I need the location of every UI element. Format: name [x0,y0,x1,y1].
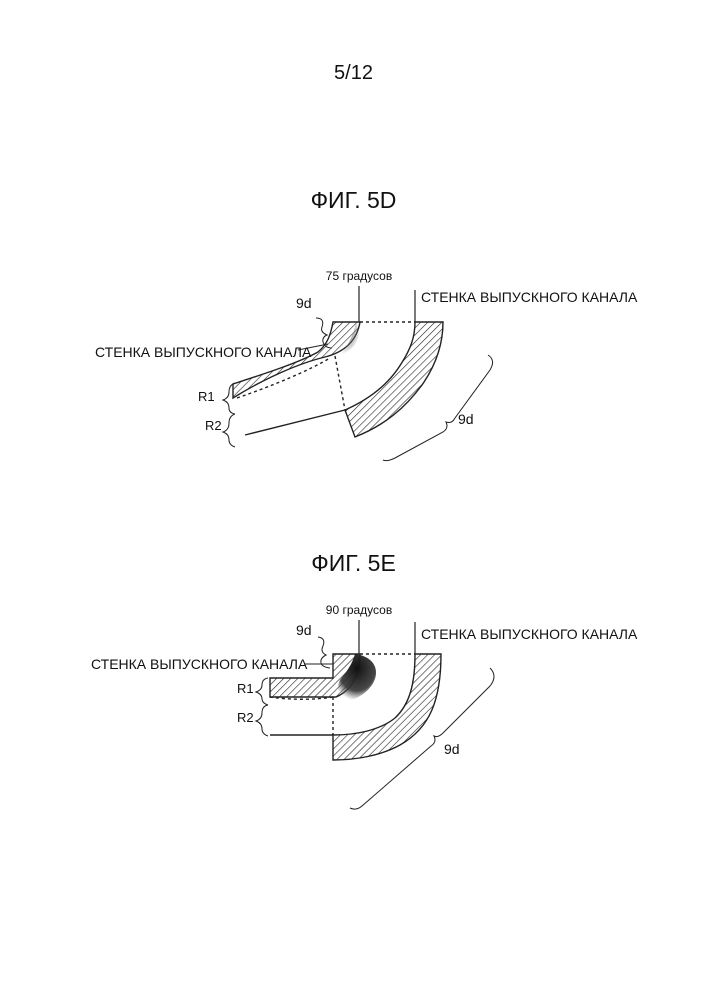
angle-label-5d: 75 градусов [326,269,392,283]
dim-top-label-5d: 9d [296,295,312,311]
right-wall-label-5e: СТЕНКА ВЫПУСКНОГО КАНАЛА [421,626,638,642]
dim-right-label-5d: 9d [458,411,474,427]
left-wall-label-5d: СТЕНКА ВЫПУСКНОГО КАНАЛА [95,344,312,360]
dim-right-label-5e: 9d [444,741,460,757]
figure-5e [256,620,494,809]
r1-label-5d: R1 [198,389,215,404]
dim-top-label-5e: 9d [296,622,312,638]
figure-5d [223,286,493,461]
angle-label-5e: 90 градусов [326,603,392,617]
left-wall-label-5e: СТЕНКА ВЫПУСКНОГО КАНАЛА [91,656,308,672]
outer-wall-5d [345,322,443,437]
right-wall-label-5d: СТЕНКА ВЫПУСКНОГО КАНАЛА [421,289,638,305]
r2-label-5d: R2 [205,418,222,433]
r2-label-5e: R2 [237,710,254,725]
r1-label-5e: R1 [237,681,254,696]
